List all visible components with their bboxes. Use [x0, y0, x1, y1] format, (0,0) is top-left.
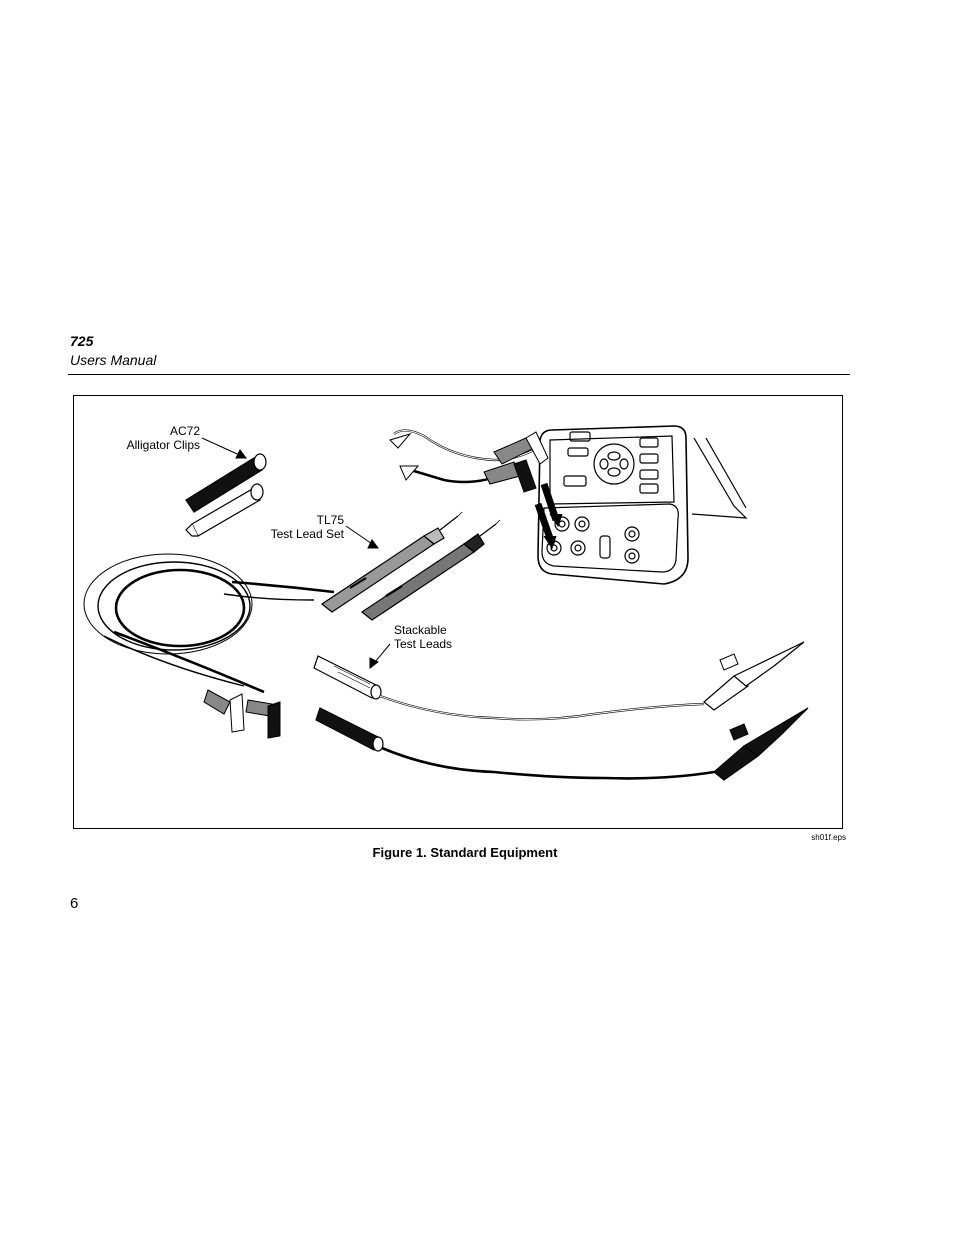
figure-file-name: sh01f.eps [811, 833, 846, 842]
tl75-probes [320, 511, 501, 621]
stackable-leads [313, 641, 809, 781]
figure-frame: AC72 Alligator Clips TL75 Test Lead Set … [73, 395, 843, 829]
tl75-label-line1: TL75 [316, 513, 344, 527]
calibrator-leads [389, 429, 563, 550]
figure-caption: Figure 1. Standard Equipment [372, 845, 558, 860]
stackable-label: Stackable Test Leads [394, 623, 494, 651]
tl75-label-line2: Test Lead Set [270, 527, 344, 541]
stackable-label-line1: Stackable [394, 623, 447, 637]
header-title: Users Manual [70, 352, 157, 368]
stackable-label-line2: Test Leads [394, 637, 453, 651]
ac72-clips-illustration [185, 453, 267, 537]
equipment-illustration [83, 425, 809, 781]
header-model: 725 [70, 333, 94, 349]
ac72-label: AC72 Alligator Clips [118, 424, 200, 452]
header-rule [68, 374, 850, 375]
tl75-label: TL75 Test Lead Set [250, 513, 344, 541]
ac72-label-line1: AC72 [169, 424, 200, 438]
page-number: 6 [70, 895, 79, 912]
ac72-label-line2: Alligator Clips [126, 438, 200, 452]
callout-arrows [201, 437, 391, 669]
calibrator-illustration [537, 425, 748, 585]
tl75-coiled-leads [83, 553, 335, 739]
